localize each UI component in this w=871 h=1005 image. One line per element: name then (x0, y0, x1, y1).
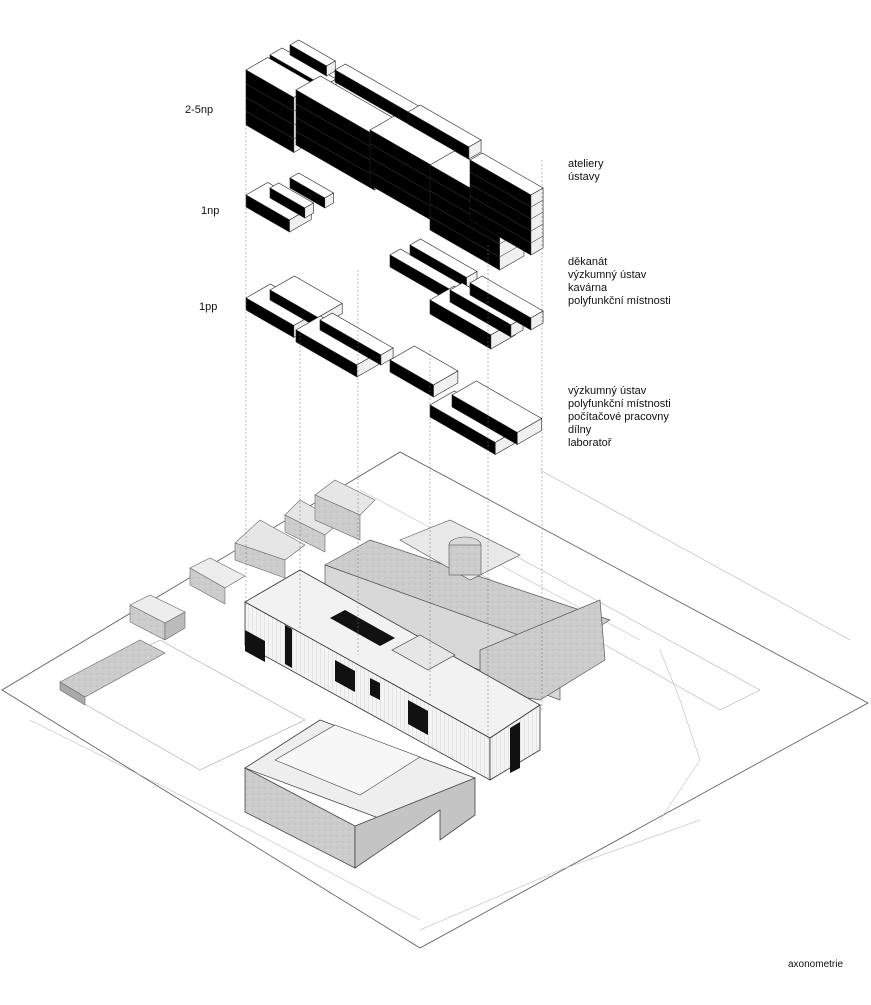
mass-block (469, 275, 544, 331)
program-line: děkanát (568, 256, 608, 268)
program-basement: výzkumný ústav polyfunkční místnosti poč… (568, 385, 671, 450)
program-line: kavárna (568, 282, 608, 294)
mass-block (469, 152, 544, 256)
caption: axonometrie (788, 959, 844, 970)
mass-block (407, 104, 482, 160)
context-buildings (59, 479, 611, 869)
program-line: počítačové pracovny (568, 411, 669, 423)
mass-block (451, 380, 543, 446)
program-upper: ateliery ústavy (568, 158, 603, 184)
level-label-ground: 1np (201, 205, 220, 217)
mass-block (319, 312, 394, 366)
program-line: laboratoř (568, 437, 612, 449)
program-line: ateliery (568, 158, 604, 170)
mass-block (269, 182, 315, 219)
program-ground: děkanát výzkumný ústav kavárna polyfunkč… (568, 256, 671, 308)
new-building (244, 569, 541, 781)
mass-block (289, 172, 335, 209)
program-line: polyfunkční místnosti (568, 398, 671, 410)
level-label-upper: 2-5np (185, 104, 214, 116)
program-line: výzkumný ústav (568, 385, 647, 397)
program-line: výzkumný ústav (568, 269, 647, 281)
projection-lines (245, 120, 543, 740)
program-line: dílny (568, 424, 592, 436)
program-line: polyfunkční místnosti (568, 295, 671, 307)
level-label-basement: 1pp (199, 301, 218, 313)
program-line: ústavy (568, 171, 600, 183)
mass-block (289, 39, 336, 77)
exploded-massing (245, 39, 544, 456)
mass-block (389, 345, 459, 398)
